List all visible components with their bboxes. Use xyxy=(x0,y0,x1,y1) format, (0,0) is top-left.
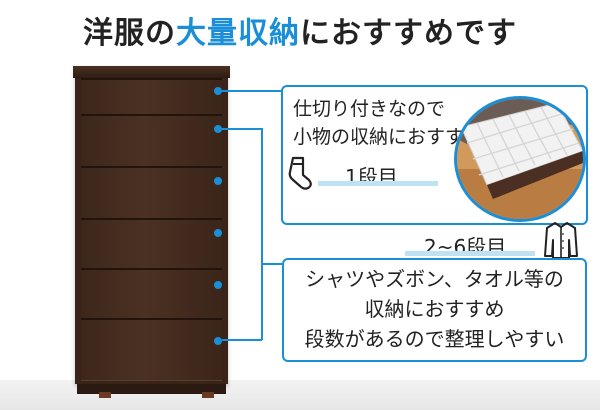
chest-top-board xyxy=(73,66,230,78)
connector-drawer-2 xyxy=(222,128,262,130)
callout-bottom-line-3: 段数があるので整理しやすい xyxy=(304,327,565,351)
drawer-2 xyxy=(81,114,222,167)
title-part-2: におすすめです xyxy=(300,16,517,51)
callout-top-line-2: 小物の収納におすすめ xyxy=(293,126,484,148)
drawer-divider-photo xyxy=(454,96,586,222)
label-rest-underline xyxy=(405,251,535,256)
label-first-underline xyxy=(318,181,438,186)
shirt-icon xyxy=(543,220,579,260)
connector-bottom xyxy=(262,263,282,265)
chest-leg-right xyxy=(202,392,214,398)
marker-dot-drawer-6 xyxy=(214,337,222,345)
title-highlight: 大量収納 xyxy=(176,16,300,51)
marker-dot-drawer-5 xyxy=(214,281,222,289)
connector-bracket-vertical xyxy=(261,128,263,340)
title-part-1: 洋服の xyxy=(83,16,176,51)
connector-top xyxy=(222,90,282,92)
callout-top-line-1: 仕切り付きなので xyxy=(293,98,446,120)
drawer-5 xyxy=(81,268,222,319)
page-title: 洋服の大量収納におすすめです xyxy=(0,8,600,52)
chest-base xyxy=(77,384,226,394)
callout-bottom-text: シャツやズボン、タオル等の 収納におすすめ 段数があるので整理しやすい xyxy=(284,264,585,354)
drawer-6 xyxy=(81,318,222,381)
drawer-1 xyxy=(81,78,222,115)
callout-top-text: 仕切り付きなので 小物の収納におすすめ xyxy=(293,95,483,151)
marker-dot-drawer-1 xyxy=(214,87,222,95)
chest-leg-left xyxy=(99,392,111,398)
callout-bottom-line-2: 収納におすすめ xyxy=(364,297,505,321)
marker-dot-drawer-3 xyxy=(214,177,222,185)
marker-dot-drawer-2 xyxy=(214,125,222,133)
callout-bottom-line-1: シャツやズボン、タオル等の xyxy=(305,267,564,291)
chest-of-drawers xyxy=(73,66,230,398)
drawer-3 xyxy=(81,166,222,219)
marker-dot-drawer-4 xyxy=(214,229,222,237)
drawer-4 xyxy=(81,218,222,269)
connector-drawer-6 xyxy=(222,339,262,341)
callout-bottom: シャツやズボン、タオル等の 収納におすすめ 段数があるので整理しやすい xyxy=(282,258,587,362)
sock-icon xyxy=(285,155,315,191)
